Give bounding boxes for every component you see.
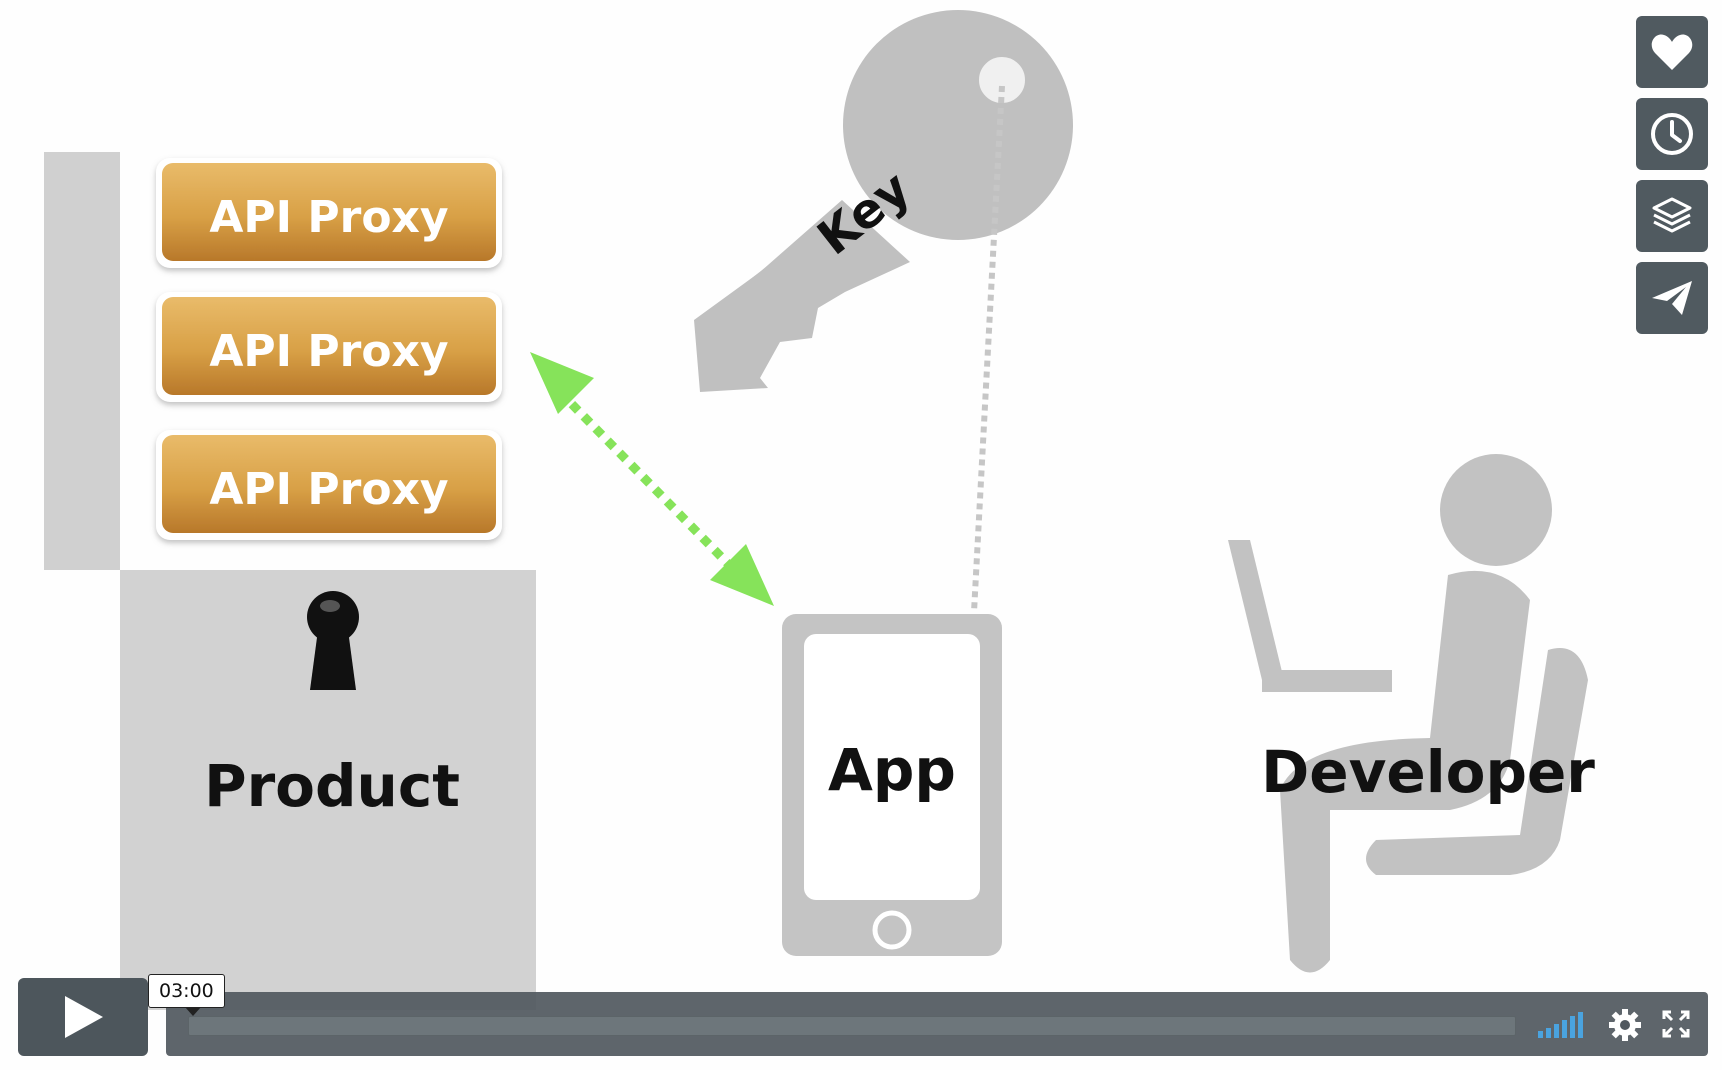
paper-plane-icon: [1652, 281, 1692, 315]
developer-icon: Developer: [1228, 454, 1595, 973]
time-tooltip: 03:00: [148, 974, 225, 1016]
proxy-stack-bar: [44, 152, 120, 570]
volume-bars-icon[interactable]: [1538, 1012, 1586, 1038]
share-button[interactable]: [1636, 262, 1708, 334]
gear-icon[interactable]: [1608, 1008, 1642, 1042]
play-button[interactable]: [18, 978, 148, 1056]
like-button[interactable]: [1636, 16, 1708, 88]
fullscreen-icon[interactable]: [1662, 1010, 1690, 1038]
phone-icon: App: [782, 614, 1002, 956]
product-label: Product: [204, 752, 460, 820]
api-proxy-label-2: API Proxy: [209, 326, 448, 377]
api-proxy-1: API Proxy: [156, 158, 502, 268]
collections-button[interactable]: [1636, 180, 1708, 252]
developer-label: Developer: [1261, 738, 1595, 806]
progress-bar[interactable]: [188, 1016, 1516, 1036]
side-actions: [1636, 16, 1708, 344]
layers-icon: [1652, 197, 1692, 233]
app-label: App: [828, 736, 956, 804]
api-proxy-label-3: API Proxy: [209, 464, 448, 515]
connection-arrow: [530, 352, 774, 606]
clock-icon: [1651, 113, 1693, 155]
keyhole-icon: [307, 591, 359, 690]
player-control-bar: [166, 992, 1708, 1056]
play-icon: [65, 996, 103, 1038]
api-proxy-label-1: API Proxy: [209, 192, 448, 243]
api-proxy-3: API Proxy: [156, 430, 502, 540]
key-icon: Key: [694, 10, 1073, 392]
api-proxy-2: API Proxy: [156, 292, 502, 402]
heart-icon: [1651, 34, 1693, 70]
watch-later-button[interactable]: [1636, 98, 1708, 170]
